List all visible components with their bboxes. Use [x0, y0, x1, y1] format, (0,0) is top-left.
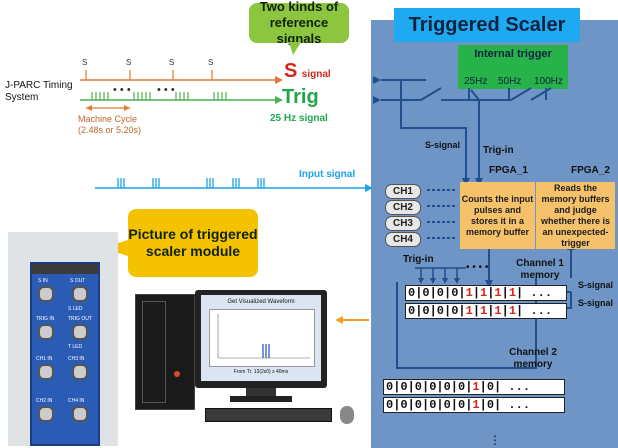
internal-trigger-title: Internal trigger [474, 48, 552, 60]
fpga2-box: Reads the memory buffers and judge wheth… [536, 182, 615, 249]
input-signal-waveform [95, 178, 373, 192]
connector-s-in [38, 286, 54, 302]
connector-ch2 [38, 406, 54, 422]
connector-ch4 [72, 406, 88, 422]
mem2-row-2: 0|0|0|0|0|0|1|0| ... [383, 397, 565, 413]
module-label-s-led: S LED [68, 306, 83, 312]
s-signal-mem1-label: S-signal [578, 280, 614, 290]
module-label-trig-in: TRIG IN [36, 316, 55, 322]
screen-title: Get Visualized Waveform [227, 299, 295, 305]
trig-rate-label: 25 Hz signal [270, 113, 328, 124]
monitor-base [230, 396, 292, 402]
keyboard [205, 408, 332, 422]
connector-trig-out [72, 324, 88, 340]
output-arrow [335, 316, 369, 324]
connector-ch3 [72, 364, 88, 380]
s-signal-label: S signal [284, 60, 331, 83]
fpga1-text: Counts the input pulses and stores it in… [461, 193, 534, 237]
computer-tower [135, 294, 195, 410]
s-marker-4: S [208, 58, 214, 67]
module-photo: S IN S OUT S LED TRIG IN TRIG OUT T LED … [8, 232, 118, 446]
monitor: Get Visualized Waveform From Tr. 13(2s0)… [195, 290, 327, 388]
module-body: S IN S OUT S LED TRIG IN TRIG OUT T LED … [30, 262, 100, 446]
connector-ch1 [38, 364, 54, 380]
fpga2-name: FPGA_2 [571, 165, 610, 176]
input-signal-label: Input signal [299, 169, 356, 180]
module-label-ch3-in: CH3 IN [68, 356, 85, 362]
mem1-row-1: 0|0|0|0|1|1|1|1| ... [405, 285, 567, 301]
mouse [340, 406, 354, 424]
freq-50: 50Hz [498, 76, 522, 87]
connector-s-out [72, 286, 88, 302]
screen-axis-label: From Tr. 13(2s0) s 40ms [233, 369, 289, 375]
machine-cycle-label: Machine Cycle (2.48s or 5.20s) [78, 114, 142, 135]
freq-25: 25Hz [464, 76, 488, 87]
internal-trigger-box: Internal trigger [458, 45, 568, 89]
connector-trig-in [38, 324, 54, 340]
reference-signals-callout: Two kinds of reference signals [249, 0, 349, 46]
module-label-s-in: S IN [38, 278, 48, 284]
channel-ch1: CH1 [385, 184, 421, 199]
mem1-row-1-text: 0|0|0|0|1|1|1|1| ... [408, 286, 553, 300]
s-marker-3: S [169, 58, 175, 67]
s-signal-word: signal [301, 69, 331, 80]
module-label-trig-out: TRIG OUT [68, 316, 92, 322]
trig-in-memory-label: Trig-in [403, 254, 434, 265]
svg-text:• • • •: • • • • [466, 262, 489, 273]
freq-100: 100Hz [534, 76, 563, 87]
s-signal-mem2-label: S-signal [578, 298, 614, 308]
channel-ch3: CH3 [385, 216, 421, 231]
waveform-plot [209, 309, 315, 367]
mem2-row-1: 0|0|0|0|0|0|1|0| ... [383, 379, 565, 395]
picture-callout: Picture of triggered scaler module [128, 209, 258, 277]
scaler-title: Triggered Scaler [394, 8, 580, 42]
channel-ch2: CH2 [385, 200, 421, 215]
svg-text:⋮: ⋮ [489, 433, 501, 447]
module-label-ch4-in: CH4 IN [68, 398, 85, 404]
monitor-stand [246, 388, 276, 398]
mem2-row-2-text: 0|0|0|0|0|0|1|0| ... [386, 398, 531, 412]
fpga2-text: Reads the memory buffers and judge wheth… [540, 182, 611, 248]
timing-system-label: J-PARC Timing System [5, 80, 73, 103]
module-label-s-out: S OUT [70, 278, 86, 284]
mem1-row-2: 0|0|0|0|1|1|1|1| ... [405, 303, 567, 319]
monitor-screen: Get Visualized Waveform From Tr. 13(2s0)… [201, 295, 321, 381]
module-label-ch1-in: CH1 IN [36, 356, 53, 362]
timing-wires [80, 70, 283, 111]
mem1-row-2-text: 0|0|0|0|1|1|1|1| ... [408, 304, 553, 318]
channel1-memory-label: Channel 1 memory [516, 258, 564, 281]
s-signal-wire-label: S-signal [425, 140, 461, 150]
callout-pointer [289, 42, 301, 55]
power-led [174, 371, 180, 377]
trig-in-label: Trig-in [483, 145, 514, 156]
module-label-ch2-in: CH2 IN [36, 398, 53, 404]
fpga1-box: Counts the input pulses and stores it in… [460, 182, 535, 249]
ellipsis-trig: • • • [157, 84, 175, 96]
channel-ch4: CH4 [385, 232, 421, 247]
mem2-row-1-text: 0|0|0|0|0|0|1|0| ... [386, 380, 531, 394]
s-marker-1: S [82, 58, 88, 67]
channel2-memory-label: Channel 2 memory [509, 347, 557, 370]
s-signal-letter: S [284, 60, 298, 82]
trig-label: Trig [282, 86, 319, 108]
module-label-t-led: T LED [68, 344, 83, 350]
s-marker-2: S [126, 58, 132, 67]
ellipsis-s: • • • [113, 84, 131, 96]
fpga1-name: FPGA_1 [489, 165, 528, 176]
